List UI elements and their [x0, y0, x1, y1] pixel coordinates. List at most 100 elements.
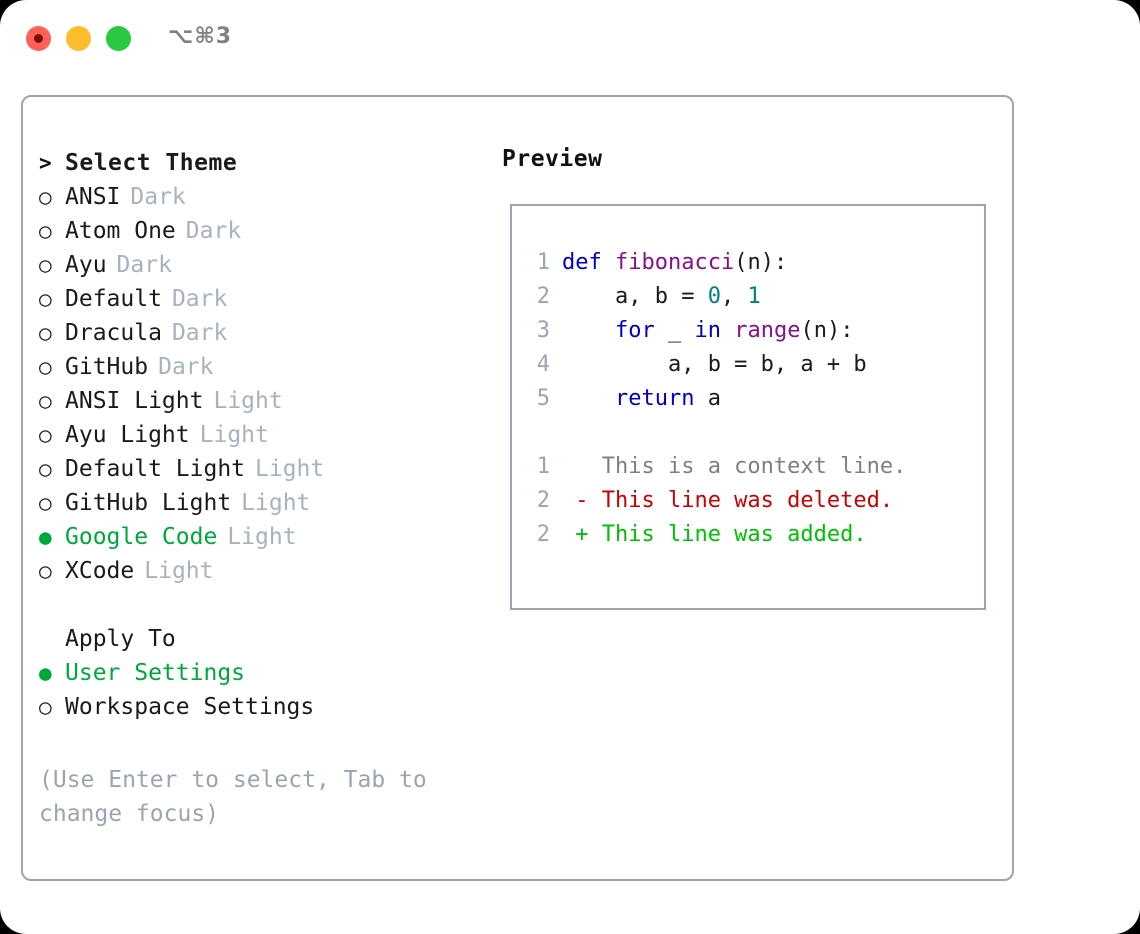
theme-option-tag: Dark	[130, 184, 186, 210]
diff-line: 1 This is a context line.	[524, 450, 976, 484]
theme-option[interactable]: ○ Ayu Dark	[39, 248, 479, 282]
code-token: + This line was added.	[562, 522, 867, 547]
theme-option-label: ANSI	[65, 184, 121, 210]
code-token	[562, 318, 615, 343]
code-token: range	[734, 318, 801, 343]
theme-option-tag: Dark	[116, 252, 172, 278]
theme-option[interactable]: ○ ANSI Dark	[39, 180, 479, 214]
apply-to-header: Apply To	[39, 622, 479, 656]
theme-option-tag: Light	[241, 490, 311, 516]
apply-to-option[interactable]: ○ Workspace Settings	[39, 690, 479, 724]
apply-to-list: ●User Settings ○ Workspace Settings	[39, 656, 479, 724]
prompt-caret-icon: >	[39, 151, 53, 175]
code-token: (n):	[734, 250, 788, 275]
apply-to-option[interactable]: ●User Settings	[39, 656, 479, 690]
code-token: _	[654, 318, 695, 343]
radio-unselected-icon: ○	[39, 559, 52, 583]
code-token: 0	[707, 284, 721, 309]
code-line: 2 a, b = 0, 1	[524, 280, 976, 314]
radio-unselected-icon: ○	[39, 185, 52, 209]
theme-option-tag: Dark	[171, 320, 228, 346]
line-number: 1	[536, 454, 550, 479]
shortcut-label: ⌥⌘3	[168, 24, 233, 49]
select-theme-header: > Select Theme	[39, 146, 479, 180]
radio-unselected-icon: ○	[39, 389, 52, 413]
line-number: 3	[536, 318, 550, 343]
theme-option-tag: Light	[213, 388, 283, 414]
code-token: This is a context line.	[562, 454, 907, 479]
radio-unselected-icon: ○	[39, 695, 52, 719]
line-number: 2	[536, 522, 550, 547]
apply-to-option-label: User Settings	[65, 660, 246, 686]
radio-unselected-icon: ○	[39, 253, 52, 277]
theme-option-tag: Light	[144, 558, 214, 584]
diff-sample: 1 This is a context line.2 - This line w…	[524, 450, 976, 552]
theme-option[interactable]: ○ Default Light Light	[39, 452, 479, 486]
code-token: (n):	[800, 318, 854, 343]
theme-option-label: XCode	[65, 558, 135, 584]
theme-option-tag: Light	[199, 422, 269, 448]
theme-option-label: Default	[65, 286, 162, 312]
code-token: ,	[720, 284, 748, 309]
radio-unselected-icon: ○	[39, 423, 52, 447]
theme-option-tag: Light	[227, 524, 297, 550]
radio-unselected-icon: ○	[39, 219, 52, 243]
theme-option-label: Atom One	[65, 218, 176, 244]
code-token: def	[562, 250, 615, 275]
apply-to-label: Apply To	[65, 626, 176, 652]
radio-unselected-icon: ○	[39, 457, 52, 481]
radio-unselected-icon: ○	[39, 287, 52, 311]
theme-option-tag: Dark	[158, 354, 214, 380]
code-line: 3 for _ in range(n):	[524, 314, 976, 348]
line-number: 4	[536, 352, 550, 377]
radio-unselected-icon: ○	[39, 355, 52, 379]
code-token: - This line was deleted.	[562, 488, 894, 513]
code-token	[721, 318, 734, 343]
maximize-button[interactable]	[106, 26, 131, 51]
theme-option[interactable]: ○ XCode Light	[39, 554, 479, 588]
list-spacer	[39, 588, 479, 622]
apply-to-option-label: Workspace Settings	[65, 694, 315, 720]
code-token: a, b = b, a + b	[562, 352, 867, 377]
theme-option-label: Ayu Light	[65, 422, 190, 448]
theme-option-label: ANSI Light	[65, 388, 204, 414]
code-token: for	[614, 318, 655, 343]
theme-option-label: Ayu	[65, 252, 107, 278]
preview-title: Preview	[502, 146, 603, 172]
theme-option[interactable]: ○ ANSI Light Light	[39, 384, 479, 418]
code-diff-spacer	[524, 416, 976, 450]
theme-option-label: Dracula	[65, 320, 162, 346]
theme-option-label: Default Light	[65, 456, 246, 482]
code-token: fibonacci	[614, 250, 735, 275]
theme-option-tag: Dark	[185, 218, 242, 244]
select-theme-label: Select Theme	[65, 150, 238, 176]
line-number: 5	[536, 386, 550, 411]
recording-indicator-icon	[34, 34, 43, 43]
radio-selected-icon: ●	[39, 525, 52, 549]
theme-option-tag: Light	[255, 456, 325, 482]
theme-option[interactable]: ○ Ayu Light Light	[39, 418, 479, 452]
theme-option[interactable]: ○ Atom One Dark	[39, 214, 479, 248]
minimize-button[interactable]	[66, 26, 91, 51]
theme-option-label: GitHub Light	[65, 490, 232, 516]
theme-option[interactable]: ○ GitHub Light Light	[39, 486, 479, 520]
code-line: 4 a, b = b, a + b	[524, 348, 976, 382]
line-number: 2	[536, 284, 550, 309]
code-token: return	[614, 386, 695, 411]
radio-unselected-icon: ○	[39, 491, 52, 515]
code-token: 1	[747, 284, 761, 309]
diff-line: 2 + This line was added.	[524, 518, 976, 552]
diff-line: 2 - This line was deleted.	[524, 484, 976, 518]
code-token: a, b =	[562, 284, 708, 309]
